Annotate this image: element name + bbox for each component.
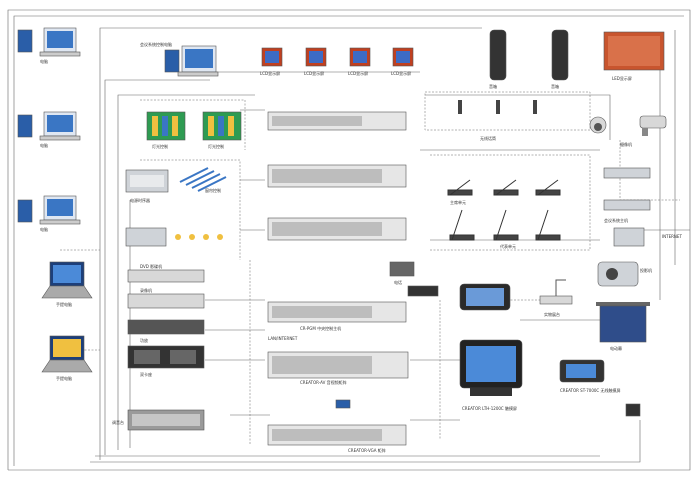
computer-1-label: 电脑 — [40, 58, 48, 64]
power-amp-label: 功放 — [140, 337, 148, 343]
matrix-rack-2 — [267, 164, 407, 188]
led-screen-label: LED显示屏 — [612, 75, 632, 81]
light-control-label-2: 灯光控制 — [208, 143, 224, 149]
cassette-label: 双卡座 — [140, 371, 152, 377]
light-control-label-1: 灯光控制 — [152, 143, 168, 149]
lan-label: LAN/INTERNET — [268, 336, 298, 341]
wireless-panel — [559, 359, 605, 383]
connection-lines — [7, 9, 691, 471]
speaker-2 — [551, 29, 569, 81]
dashed-lines — [60, 91, 680, 445]
internet-label: INTERNET — [662, 234, 682, 239]
dvd-player — [127, 269, 205, 283]
projector — [597, 261, 639, 287]
power-amp — [127, 319, 205, 335]
wireless-mic-label: 无线话筒 — [480, 135, 496, 141]
power-relay — [125, 169, 169, 193]
conference-units — [447, 179, 561, 241]
vga-matrix-label: CREATOR-VGA 矩阵 — [348, 447, 386, 453]
lcd-label-3: LCD显示屏 — [348, 70, 368, 76]
control-host-label: CR-PGM 中央控制主机 — [300, 325, 341, 331]
light-control-1 — [146, 111, 186, 141]
delegate-label: 代表单元 — [500, 243, 516, 249]
lcd-display-2 — [305, 47, 327, 67]
video-conference-unit — [613, 227, 645, 247]
lcd-displays — [261, 47, 414, 67]
curtain-control — [179, 167, 227, 192]
av-matrix — [267, 351, 409, 379]
curtain-control-label: 窗帘控制 — [205, 187, 221, 193]
phone — [389, 261, 415, 277]
conference-host-label: 会议系统主机 — [604, 217, 628, 223]
lcd-label-2: LCD显示屏 — [304, 70, 324, 76]
power-relay-label: 电源时序器 — [130, 197, 150, 203]
lcd-display-1 — [261, 47, 283, 67]
dvd-label: DVD 影碟机 — [140, 263, 162, 269]
vcr-label: 录像机 — [140, 287, 152, 293]
matrix-rack-1 — [267, 111, 407, 131]
computer-2 — [17, 111, 81, 141]
lcd-label-4: LCD显示屏 — [391, 70, 411, 76]
camera-label: 摄像机 — [620, 141, 632, 147]
signal-box — [335, 399, 351, 409]
lcd-label-1: LCD显示屏 — [260, 70, 280, 76]
chairman-label: 主席单元 — [450, 199, 466, 205]
lcd-display-3 — [349, 47, 371, 67]
projection-screen — [596, 302, 650, 343]
matrix-rack-3 — [267, 217, 407, 241]
cassette-deck — [127, 345, 205, 369]
control-host-rack — [267, 301, 407, 323]
laptop-2 — [41, 335, 93, 373]
lcd-display-4 — [392, 47, 414, 67]
laptop-2-label: 手提电脑 — [56, 375, 72, 381]
light-control-2 — [202, 111, 242, 141]
infrared-receiver — [625, 403, 641, 417]
speaker-1 — [489, 29, 507, 81]
vga-matrix — [267, 424, 407, 446]
computer-1 — [17, 27, 81, 57]
mixer-label: 调音台 — [112, 419, 124, 425]
wireless-panel-label: CREATOR ST-7000C 无线触摸屏 — [560, 387, 620, 393]
dome-camera — [589, 116, 607, 134]
projector-label: 投影机 — [640, 267, 652, 273]
doc-camera-label: 实物展台 — [544, 311, 560, 317]
control-computer — [164, 45, 219, 77]
vcr-deck — [127, 293, 205, 309]
network-device — [407, 285, 439, 297]
tabletop-panel — [459, 283, 511, 311]
led-screen — [603, 31, 665, 71]
touch-panel-label: CREATOR LTH-1200C 触摸屏 — [462, 405, 517, 411]
computer-3-label: 电脑 — [40, 226, 48, 232]
control-computer-label: 会议系统控制电脑 — [140, 41, 172, 47]
laptop-1-label: 手提电脑 — [56, 301, 72, 307]
bullet-camera — [639, 115, 667, 136]
wireless-mics — [458, 100, 537, 114]
speaker-1-label: 音箱 — [489, 83, 497, 89]
laptop-1 — [41, 261, 93, 299]
touch-panel — [459, 339, 523, 396]
projection-screen-label: 电动幕 — [610, 345, 622, 351]
speaker-2-label: 音箱 — [551, 83, 559, 89]
computer-2-label: 电脑 — [40, 142, 48, 148]
mixer-console — [127, 409, 205, 431]
phone-label: 电话 — [394, 279, 402, 285]
doc-camera — [539, 279, 573, 305]
av-matrix-label: CREATOR-AV 音视频矩阵 — [300, 379, 347, 385]
dimmer-rack — [125, 227, 223, 247]
computer-3 — [17, 195, 81, 225]
conference-host — [603, 167, 651, 211]
